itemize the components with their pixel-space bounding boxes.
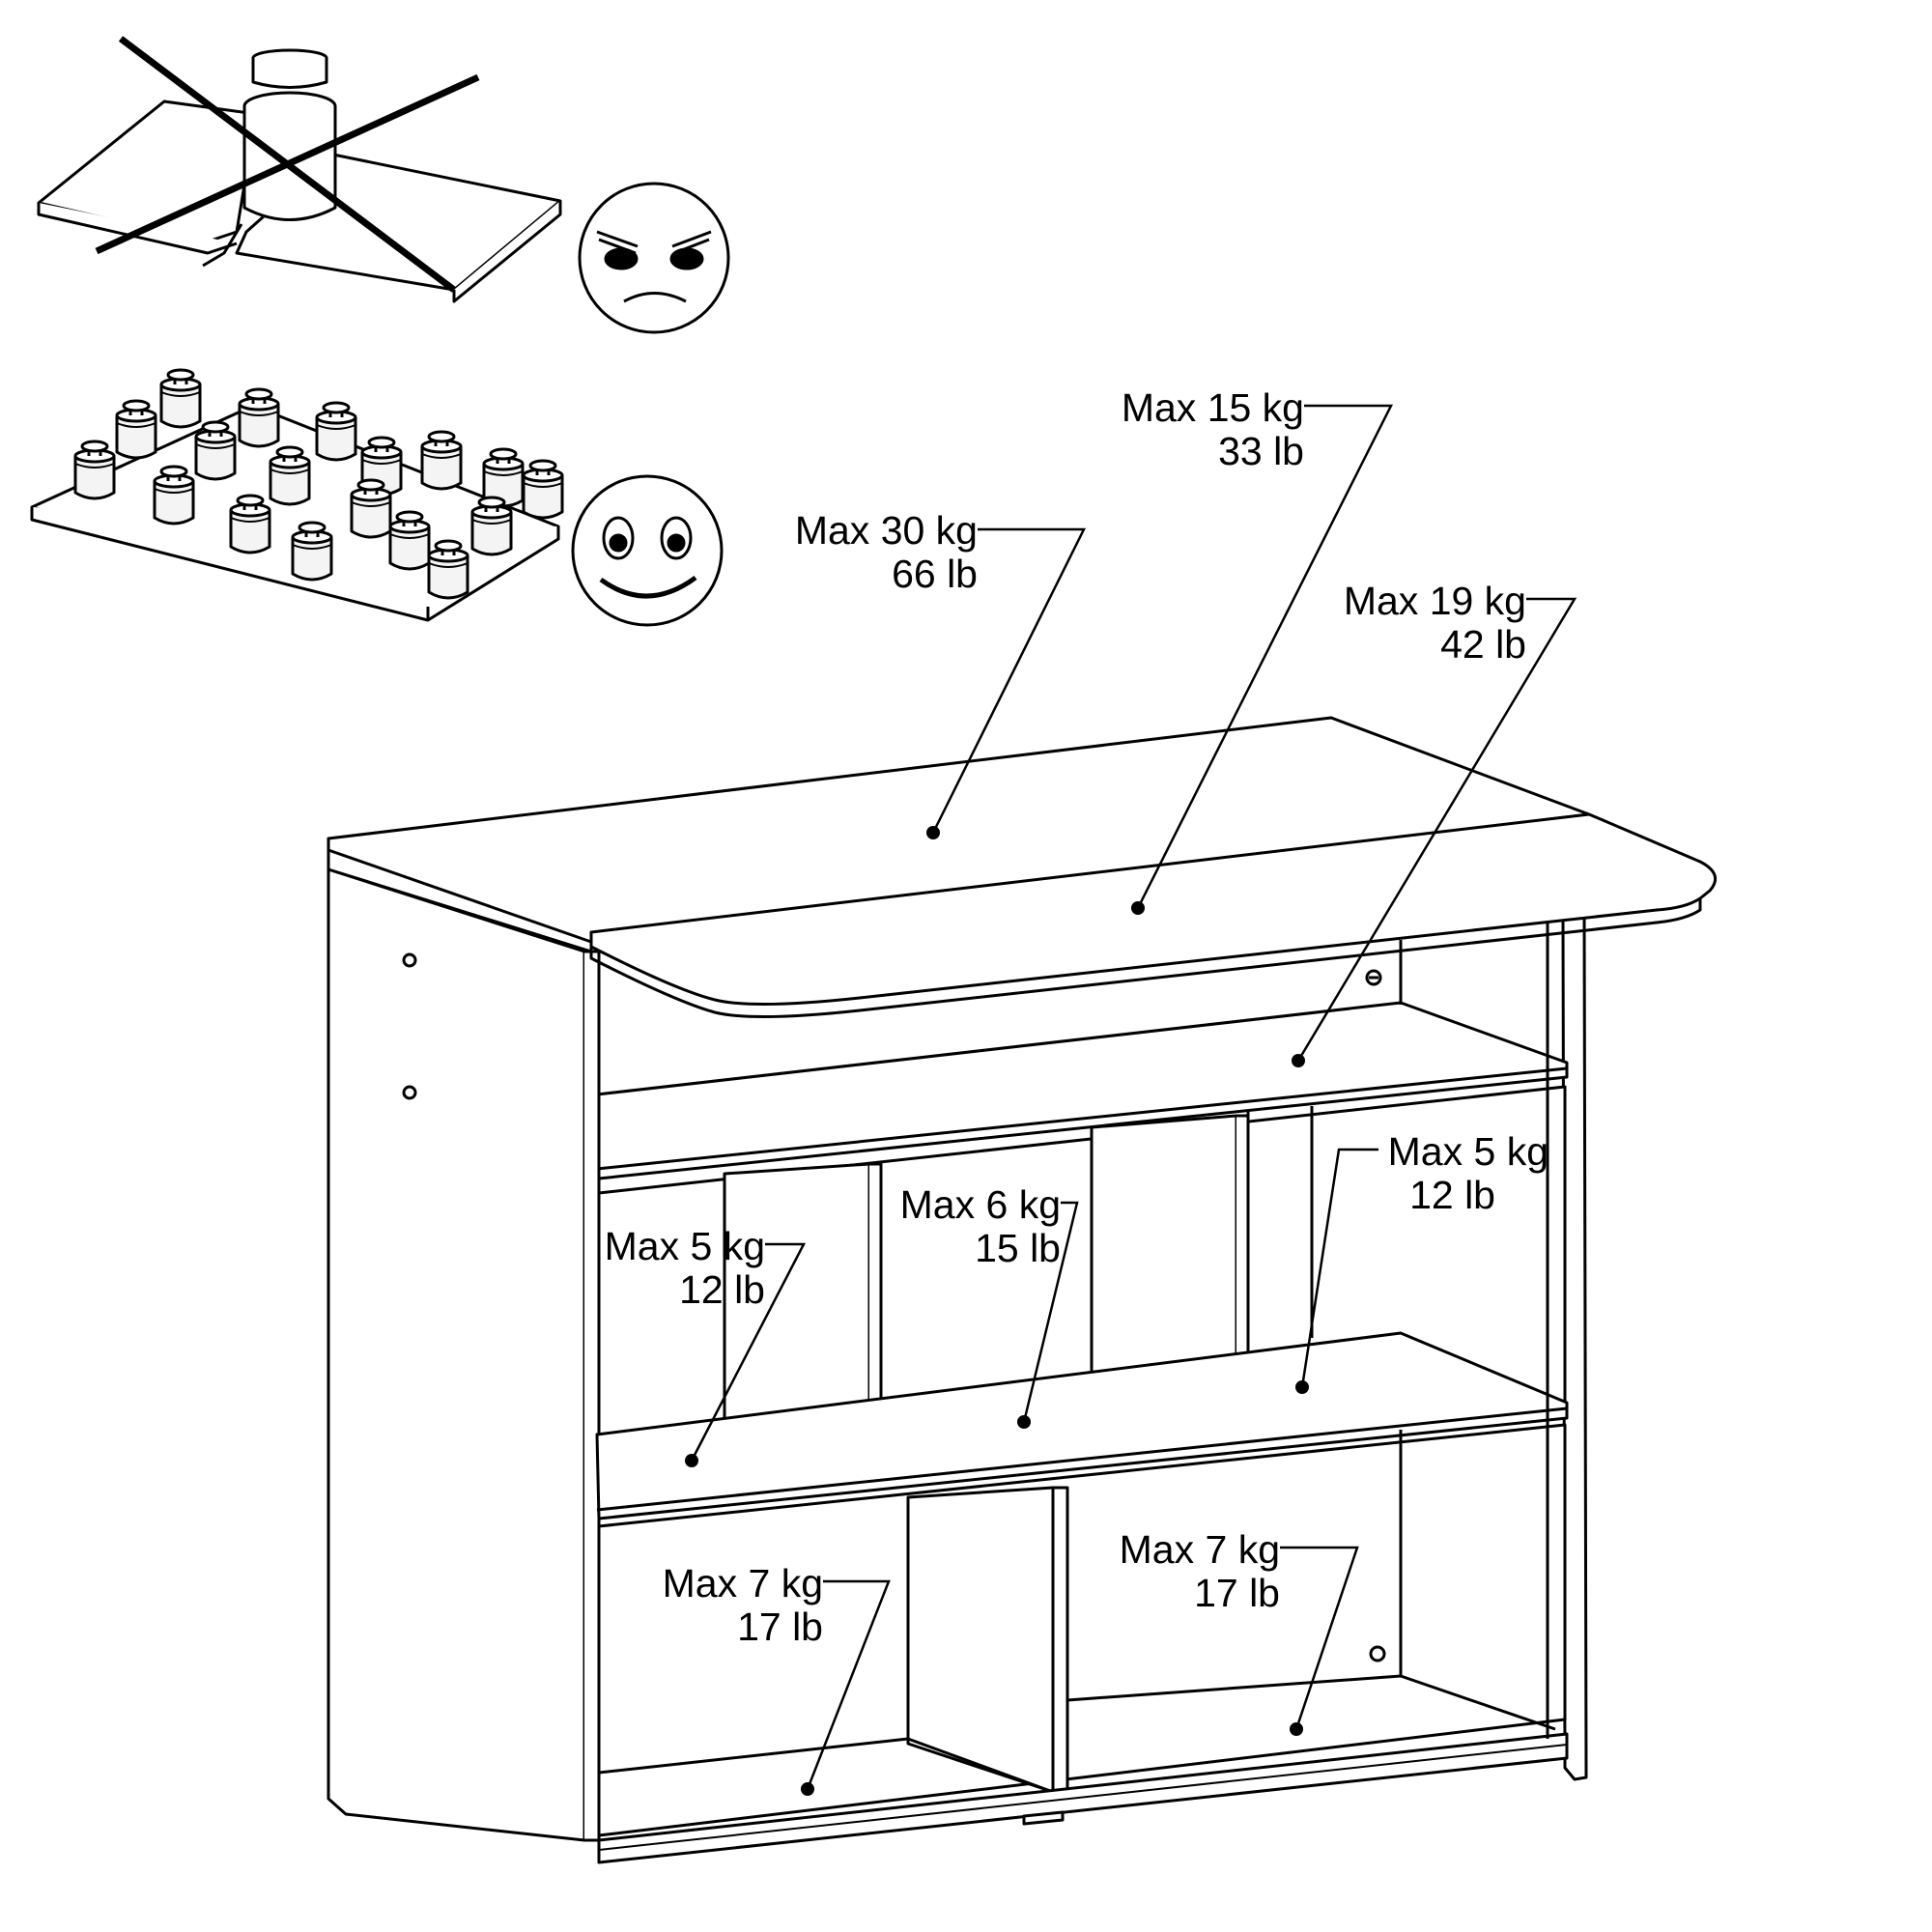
label-upper-shelf-lb: 42 lb: [1440, 622, 1526, 667]
right-side-panel: [1561, 914, 1588, 1781]
small-weight-icon: [194, 420, 237, 481]
bottom-divider-center: [1051, 1486, 1069, 1794]
kitchen-island-drawing: [327, 716, 1718, 1864]
cross-out-icon: [95, 36, 480, 293]
label-cube-mid-lb: 15 lb: [975, 1226, 1061, 1270]
small-weight-icon: [522, 459, 564, 520]
label-top-leaf-kg: Max 15 kg: [1122, 385, 1304, 430]
load-points: [685, 826, 1309, 1796]
label-top-fixed-lb: 66 lb: [892, 552, 978, 596]
label-bottom-left-kg: Max 7 kg: [663, 1561, 823, 1605]
load-point-top-fixed: [926, 826, 940, 839]
load-point-bottom-right: [1290, 1722, 1303, 1736]
label-bottom-right-kg: Max 7 kg: [1120, 1527, 1280, 1572]
load-point-cube-left: [685, 1454, 698, 1467]
small-weight-icon: [420, 430, 463, 491]
small-weight-icon: [291, 521, 333, 582]
smiley-face-icon: [571, 474, 724, 627]
load-point-bottom-left: [801, 1782, 814, 1796]
small-weight-icon: [470, 496, 513, 556]
load-labels: Max 30 kg 66 lb Max 15 kg 33 lb Max 19 k…: [605, 385, 1548, 1649]
small-weight-icon: [159, 368, 202, 429]
label-cube-right-lb: 12 lb: [1409, 1173, 1495, 1217]
label-cube-right-kg: Max 5 kg: [1388, 1129, 1548, 1174]
label-cube-mid-kg: Max 6 kg: [900, 1182, 1061, 1227]
small-weight-icon: [427, 539, 469, 600]
folding-leaf: [589, 812, 1718, 1007]
leader-lines: [690, 404, 1577, 1790]
small-weight-icon: [73, 440, 116, 500]
middle-shelf: [595, 1331, 1569, 1520]
small-weight-icon: [229, 494, 271, 554]
single-heavy-weight-icon: [242, 48, 337, 221]
left-side-panel: [327, 867, 586, 1842]
small-weight-icon: [153, 465, 195, 526]
angry-face-icon: [578, 182, 730, 334]
load-point-top-leaf: [1131, 901, 1145, 915]
load-point-cube-mid: [1017, 1415, 1031, 1429]
label-bottom-left-lb: 17 lb: [737, 1605, 823, 1649]
small-weight-icon: [269, 445, 311, 506]
label-bottom-right-lb: 17 lb: [1194, 1571, 1280, 1615]
small-weight-icon: [115, 399, 157, 460]
load-point-upper-shelf: [1292, 1054, 1305, 1067]
distributed-weights-icon: [73, 368, 564, 600]
small-weight-icon: [238, 387, 280, 448]
label-cube-left-kg: Max 5 kg: [605, 1224, 765, 1268]
small-weight-icon: [315, 401, 357, 462]
label-upper-shelf-kg: Max 19 kg: [1344, 579, 1526, 623]
label-top-leaf-lb: 33 lb: [1218, 429, 1304, 473]
good-load-illustration: [30, 368, 724, 627]
label-top-fixed-kg: Max 30 kg: [795, 508, 978, 553]
load-point-cube-right: [1295, 1380, 1309, 1394]
bad-load-illustration: [37, 36, 730, 334]
label-cube-left-lb: 12 lb: [679, 1267, 765, 1312]
